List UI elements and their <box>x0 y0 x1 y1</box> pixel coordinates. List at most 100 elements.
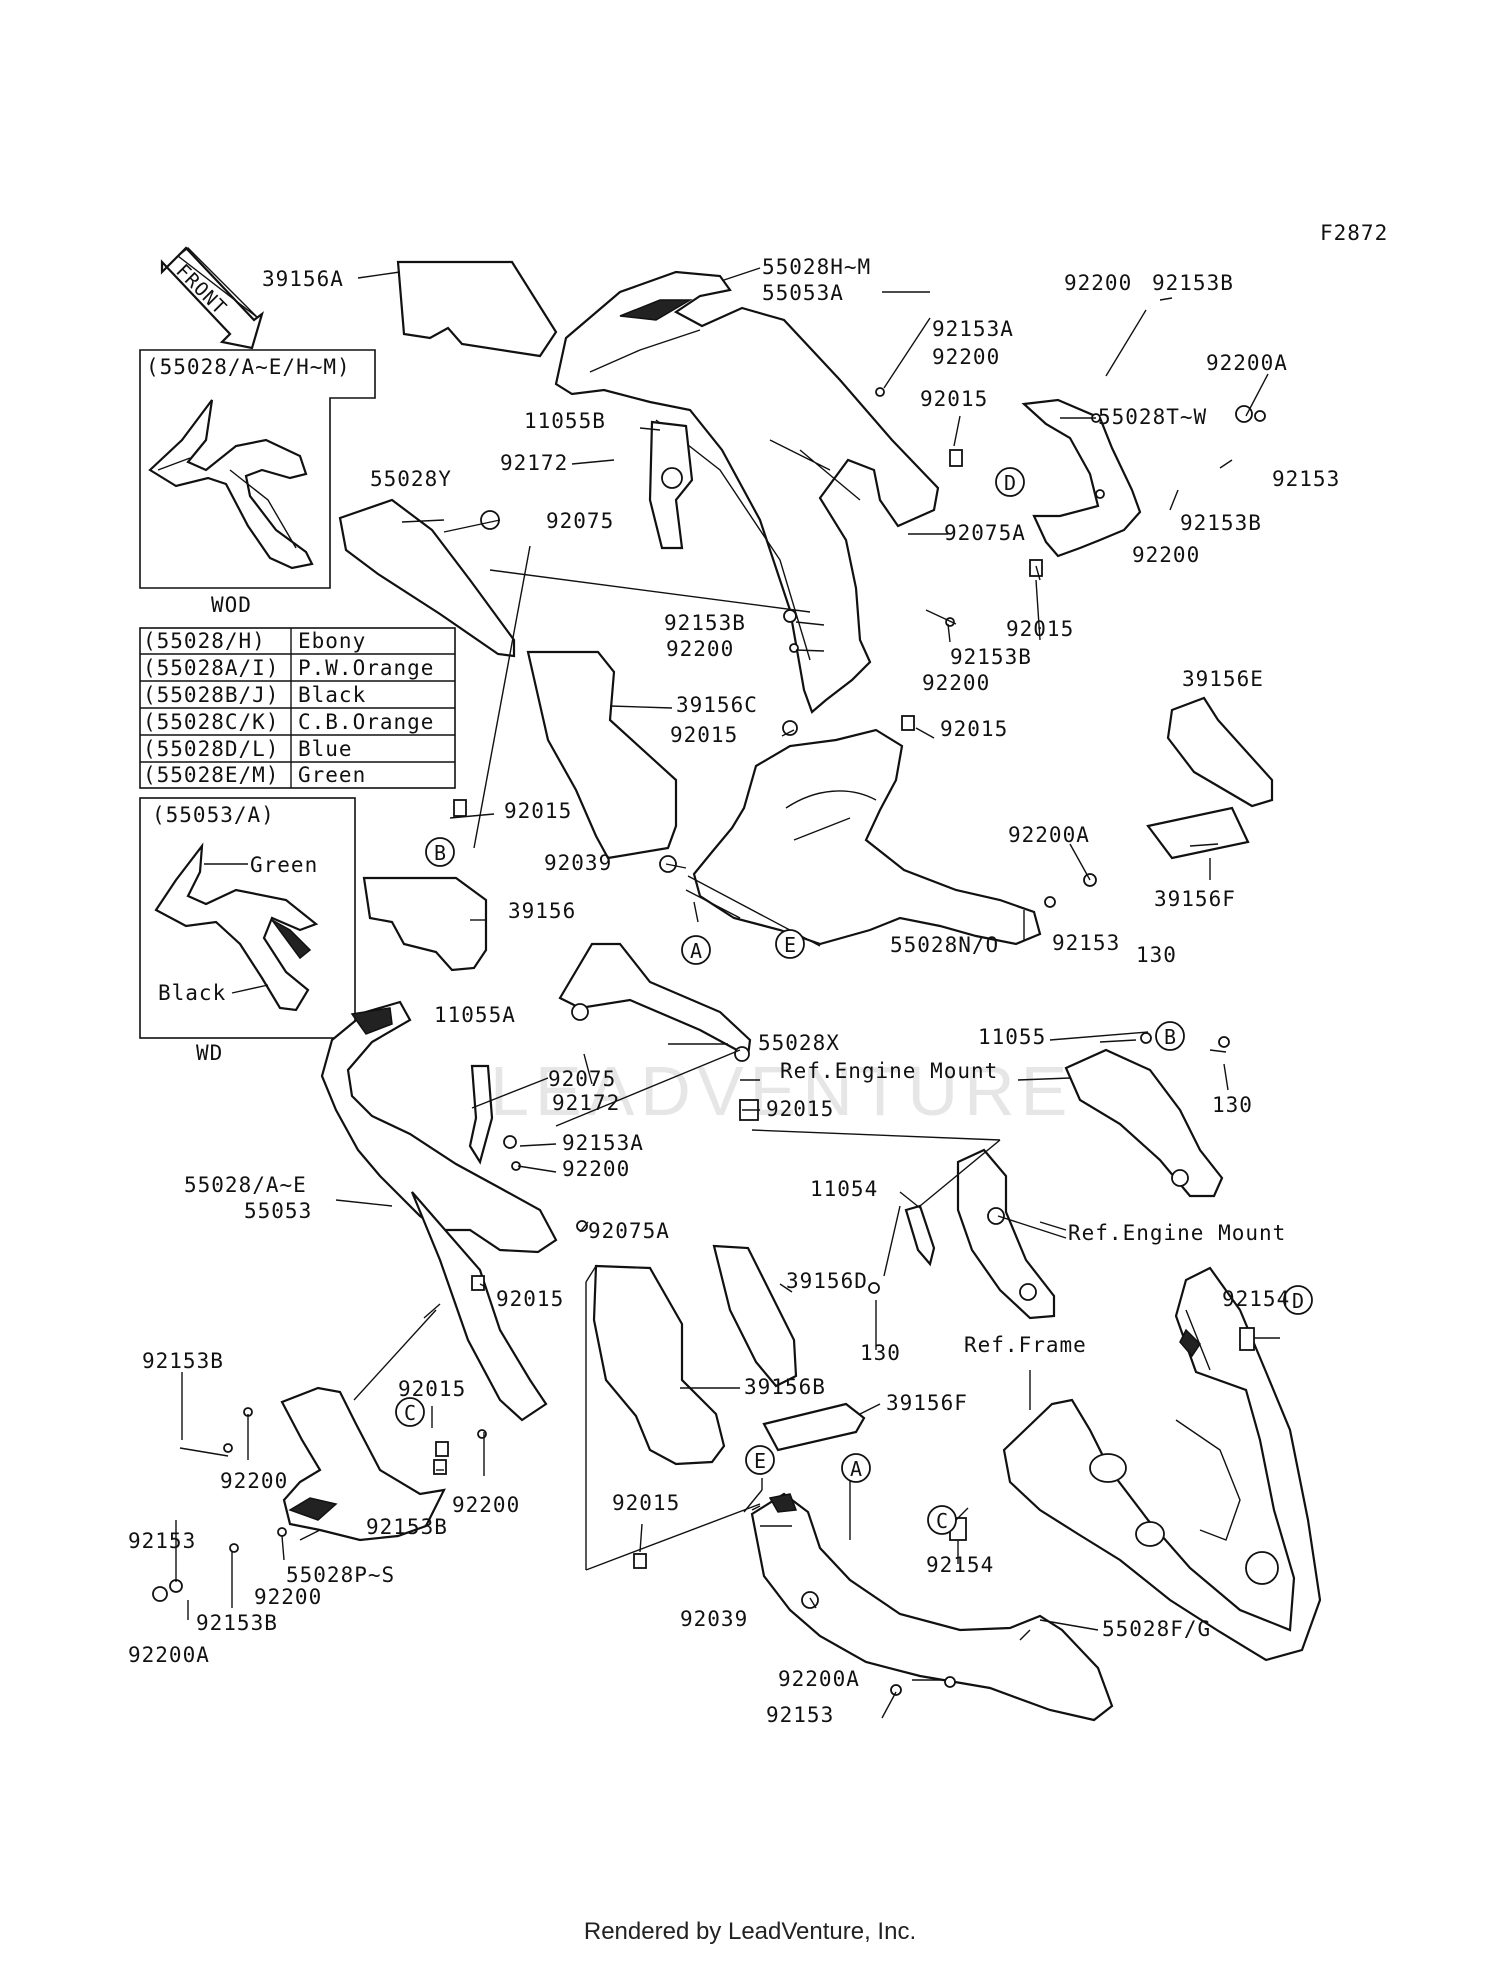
inset-wd-cowl-icon <box>154 842 319 1012</box>
inner-panel-55028y <box>338 498 516 658</box>
part-label: 92200 <box>254 1585 322 1609</box>
figure-code: F2872 <box>1320 221 1388 245</box>
pad-39156e <box>1166 696 1274 808</box>
part-label: Ref.Engine Mount <box>1068 1221 1286 1245</box>
part-label: 92153B <box>664 611 746 635</box>
pad-39156 <box>362 876 488 972</box>
part-label: 11054 <box>810 1177 878 1201</box>
callout-d-right: D <box>1283 1285 1313 1315</box>
mid-cowl-55028no <box>692 728 1042 946</box>
color-table-color: Black <box>298 683 366 707</box>
part-label: 130 <box>1136 943 1177 967</box>
part-label: 92015 <box>766 1097 834 1121</box>
pad-39156a <box>396 260 558 358</box>
part-label: 39156D <box>786 1269 868 1293</box>
callout-e-bottom: E <box>745 1445 775 1475</box>
part-label: 92039 <box>680 1607 748 1631</box>
svg-text:E: E <box>754 1449 766 1473</box>
svg-text:A: A <box>850 1457 862 1481</box>
inner-panel-55028x <box>558 942 752 1058</box>
inset-wd: (55053/A) Green Black WD <box>139 797 356 1065</box>
footer-credit: Rendered by LeadVenture, Inc. <box>583 1918 917 1945</box>
part-label: 92200A <box>1206 351 1288 375</box>
part-label: 92075 <box>548 1067 616 1091</box>
upper-cowl <box>554 270 940 714</box>
part-label: 92015 <box>398 1377 466 1401</box>
part-label: 92015 <box>504 799 572 823</box>
part-label: 92015 <box>670 723 738 747</box>
part-label: 92075 <box>546 509 614 533</box>
leader-lines <box>175 267 1280 1719</box>
part-label: 92015 <box>496 1287 564 1311</box>
bracket-11055a <box>468 1064 494 1165</box>
color-table-code: (55028C/K) <box>143 710 279 734</box>
svg-text:C: C <box>936 1509 948 1533</box>
svg-text:A: A <box>690 939 702 963</box>
part-labels: 39156A 55028H~M 55053A 92153B 92153A 922… <box>128 255 1340 1727</box>
front-arrow-icon: FRONT <box>160 246 264 350</box>
part-label: 92153B <box>1152 271 1234 295</box>
part-label: 92039 <box>544 851 612 875</box>
svg-text:B: B <box>1164 1025 1176 1049</box>
part-label: 92200A <box>1008 823 1090 847</box>
pad-39156b <box>592 1264 726 1466</box>
color-table-code: (55028/H) <box>143 629 266 653</box>
part-label: 11055A <box>434 1003 516 1027</box>
side-panel-55028tw <box>1021 398 1142 558</box>
part-label: 92075A <box>588 1219 670 1243</box>
part-label: 92153 <box>128 1529 196 1553</box>
part-label: 92015 <box>612 1491 680 1515</box>
color-table-code: (55028B/J) <box>143 683 279 707</box>
part-label: 92153B <box>1180 511 1262 535</box>
part-label: 55028P~S <box>286 1563 395 1587</box>
color-table: (55028/H) Ebony (55028A/I) P.W.Orange (5… <box>139 627 456 789</box>
part-label: 92200A <box>128 1643 210 1667</box>
part-label: 92200 <box>666 637 734 661</box>
part-label: 55028H~M <box>762 255 871 279</box>
svg-text:B: B <box>434 841 446 865</box>
color-table-color: P.W.Orange <box>298 656 434 680</box>
part-label: 55028/A~E <box>184 1173 307 1197</box>
part-label: 92153 <box>766 1703 834 1727</box>
color-table-color: Blue <box>298 737 353 761</box>
part-label: 92172 <box>552 1091 620 1115</box>
inset-wd-green-label: Green <box>250 853 318 877</box>
callout-d-top: D <box>995 467 1025 497</box>
inset-wod-header: (55028/A~E/H~M) <box>146 355 351 379</box>
pad-39156f-upper <box>1146 806 1250 860</box>
callout-a-top: A <box>681 935 711 965</box>
inset-wd-caption: WD <box>196 1041 223 1065</box>
part-label: 92153A <box>562 1131 644 1155</box>
part-label: 55028X <box>758 1031 840 1055</box>
svg-text:D: D <box>1292 1289 1304 1313</box>
part-label: 130 <box>1212 1093 1253 1117</box>
part-label: 92153 <box>1272 467 1340 491</box>
callout-b-left: B <box>425 837 455 867</box>
part-label: 130 <box>860 1341 901 1365</box>
color-table-code: (55028E/M) <box>143 763 279 787</box>
part-label: 92200 <box>220 1469 288 1493</box>
panel-55028fg <box>750 1492 1114 1722</box>
part-label: 92200 <box>1132 543 1200 567</box>
color-table-color: Ebony <box>298 629 366 653</box>
part-label: 92153 <box>1052 931 1120 955</box>
part-label: 92153A <box>932 317 1014 341</box>
part-label: 92154 <box>926 1553 994 1577</box>
svg-text:C: C <box>404 1401 416 1425</box>
callout-c-left: C <box>395 1397 425 1427</box>
bracket-11054 <box>904 1204 936 1267</box>
pad-39156f-lower <box>762 1402 866 1452</box>
part-label: 92015 <box>920 387 988 411</box>
part-label: 55028T~W <box>1098 405 1207 429</box>
part-label: 92200A <box>778 1667 860 1691</box>
part-label: 55028F/G <box>1102 1617 1211 1641</box>
part-label: Ref.Frame <box>964 1333 1087 1357</box>
part-label: 92015 <box>940 717 1008 741</box>
pad-39156d <box>712 1244 798 1388</box>
color-table-color: C.B.Orange <box>298 710 434 734</box>
part-label: 55028N/O <box>890 933 999 957</box>
color-table-code: (55028A/I) <box>143 656 279 680</box>
bracket-11055 <box>1064 1048 1224 1198</box>
callout-a-bottom: A <box>841 1453 871 1483</box>
